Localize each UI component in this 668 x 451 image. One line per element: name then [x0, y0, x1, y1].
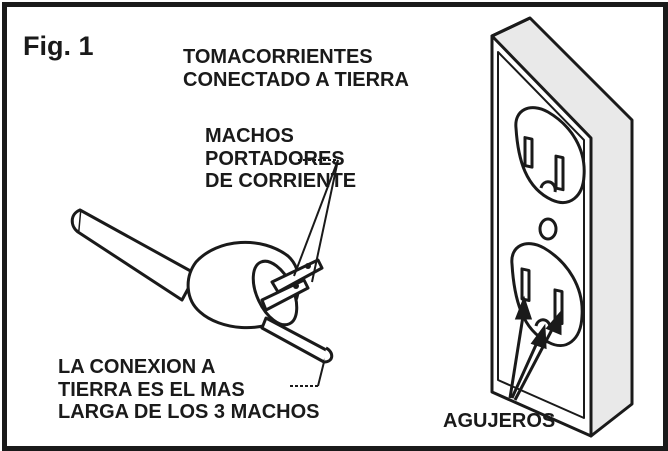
ground-label: LA CONEXION A TIERRA ES EL MAS LARGA DE … [58, 356, 320, 424]
outlet-label-line: TOMACORRIENTES [183, 46, 373, 68]
ground-label-line: TIERRA ES EL MAS [58, 378, 245, 401]
ground-leader [290, 361, 325, 387]
plug-cord [76, 208, 198, 302]
upper-slot-right [554, 154, 565, 192]
prongs-leaders [293, 159, 339, 283]
center-screw [538, 217, 558, 241]
upper-slot-left [523, 136, 534, 169]
lower-slot-left [520, 267, 531, 302]
outlet-label-line: CONECTADO A TIERRA [183, 68, 409, 91]
holes-arrows [508, 295, 562, 401]
electrical-outlet-icon [490, 16, 634, 438]
outlet-label: TOMACORRIENTES CONECTADO A TIERRA [183, 46, 409, 91]
prongs-label-line: MACHOS [205, 125, 294, 147]
ground-label-line: LARGA DE LOS 3 MACHOS [58, 401, 320, 424]
prongs-label-line: DE CORRIENTE [205, 170, 357, 193]
figure-title: Fig. 1 [23, 31, 94, 61]
ground-label-line: LA CONEXION A [58, 356, 216, 378]
prongs-label-line: PORTADORES [205, 147, 345, 170]
three-prong-plug-icon [70, 208, 334, 364]
holes-label: AGUJEROS [443, 410, 556, 432]
prongs-label: MACHOS PORTADORES DE CORRIENTE [205, 125, 356, 193]
upper-receptacle [514, 106, 586, 204]
upper-ground-hole [539, 180, 557, 193]
